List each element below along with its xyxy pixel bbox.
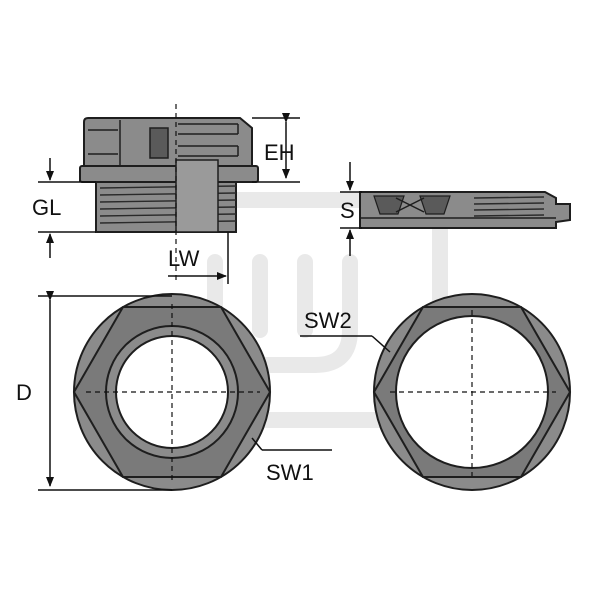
label-gl: GL [32, 195, 61, 220]
dimension-s: S [340, 162, 362, 256]
label-sw1: SW1 [266, 460, 314, 485]
leader-sw2: SW2 [300, 308, 391, 353]
dimension-gl: GL [32, 158, 96, 258]
nut-side-view [359, 191, 571, 229]
label-eh: EH [264, 140, 295, 165]
dimension-lw: LW [168, 232, 229, 284]
plug-side-view [79, 104, 259, 280]
nut-thread-lines [473, 196, 545, 217]
leader-sw1: SW1 [251, 437, 332, 485]
label-sw2: SW2 [304, 308, 352, 333]
label-s: S [340, 198, 355, 223]
label-d: D [16, 380, 32, 405]
label-lw: LW [168, 246, 200, 271]
nut-front-view [372, 293, 572, 491]
plug-front-view [72, 293, 272, 491]
dimension-eh: EH [252, 113, 300, 183]
dimension-d: D [16, 291, 172, 491]
